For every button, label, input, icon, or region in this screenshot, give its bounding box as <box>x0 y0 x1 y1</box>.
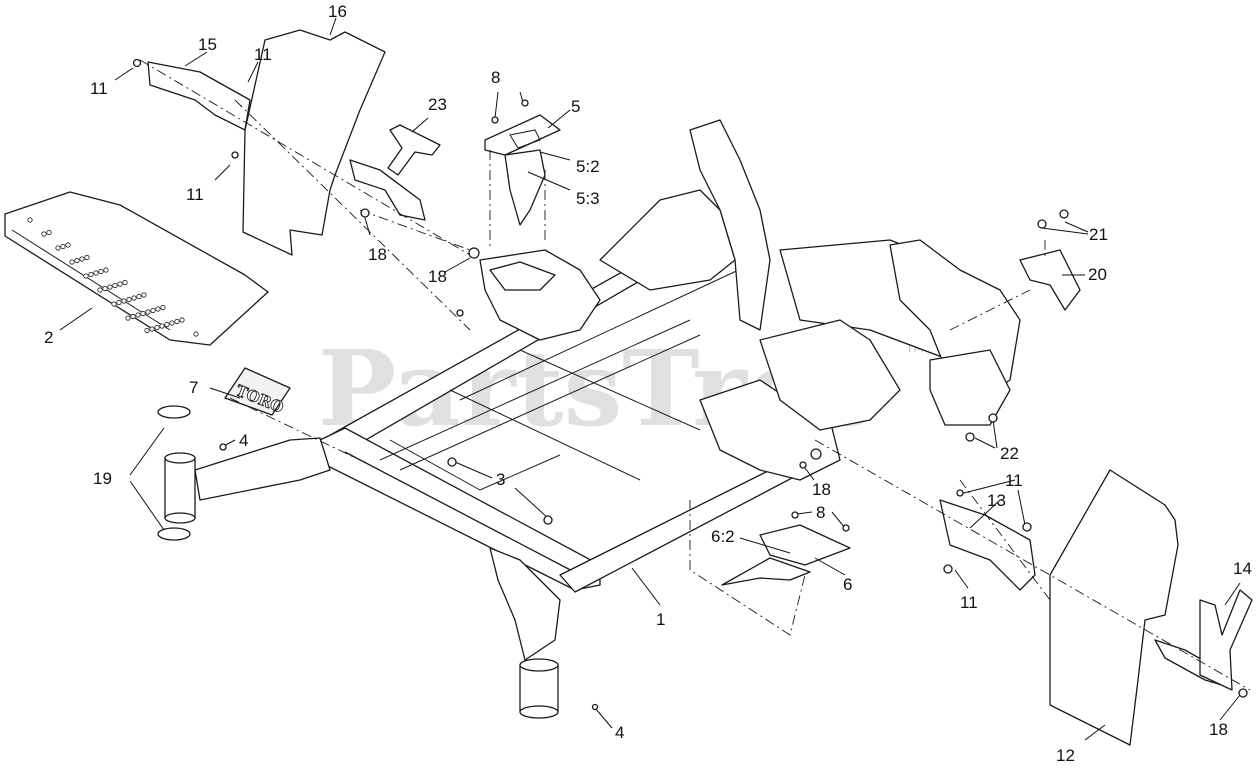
callout-20: 20 <box>1088 265 1107 284</box>
bracket-23 <box>387 124 441 176</box>
floor-hole <box>130 313 136 320</box>
callout-7: 7 <box>189 378 198 397</box>
floor-hole <box>121 298 127 304</box>
callout-8-bottom: 8 <box>816 503 825 522</box>
floor-hole <box>154 324 160 331</box>
floor-hole <box>69 259 75 265</box>
floor-hole <box>97 287 103 293</box>
callout-5-2: 5:2 <box>576 157 600 176</box>
callout-18-c: 18 <box>812 480 831 499</box>
floor-hole <box>145 309 151 315</box>
floor-hole <box>93 270 99 276</box>
callout-18-d: 18 <box>1209 720 1228 739</box>
callout-11-a: 11 <box>90 79 108 98</box>
callout-6: 6 <box>843 575 852 594</box>
floor-hole <box>155 306 161 312</box>
floor-hole <box>41 231 47 237</box>
bushings <box>157 405 191 541</box>
floor-hole <box>159 323 165 329</box>
callout-12: 12 <box>1056 746 1075 765</box>
floor-hole <box>88 271 94 278</box>
floor-hole <box>107 284 113 290</box>
floor-hole <box>116 299 122 306</box>
floor-hole <box>144 327 150 334</box>
callout-labels: 1 2 3 4 4 5 5:2 5:3 6 6:2 7 8 8 11 11 11… <box>44 2 1252 765</box>
callout-21: 21 <box>1089 225 1108 244</box>
floor-hole <box>169 320 175 326</box>
callout-2: 2 <box>44 328 53 347</box>
floor-hole <box>83 273 89 279</box>
floor-hole <box>112 282 118 289</box>
floor-hole <box>174 318 180 325</box>
floor-hole <box>164 321 170 328</box>
floor-pan <box>4 191 269 346</box>
toro-logo-badge: TORO <box>224 367 291 417</box>
left-shield-assembly <box>147 29 441 256</box>
floor-hole <box>131 295 137 301</box>
callout-6-2: 6:2 <box>711 527 735 546</box>
leader-lines <box>59 17 1241 741</box>
floor-hole <box>102 285 108 292</box>
callout-1: 1 <box>656 610 665 629</box>
floor-hole <box>111 301 117 307</box>
callout-11-b: 11 <box>254 45 272 64</box>
floor-hole <box>84 254 90 261</box>
floor-hole <box>193 331 199 337</box>
centerlines <box>139 59 1251 691</box>
floor-hole <box>103 267 109 273</box>
plate-6 <box>721 524 851 586</box>
callout-18-a: 18 <box>368 245 387 264</box>
floor-hole <box>160 304 166 311</box>
floor-hole <box>55 245 61 251</box>
callout-23: 23 <box>428 95 447 114</box>
callout-22: 22 <box>1000 444 1019 463</box>
floor-hole <box>141 292 147 298</box>
callout-19: 19 <box>93 469 112 488</box>
shield-16 <box>242 29 386 256</box>
floor-hole <box>117 281 123 287</box>
callout-11-c: 11 <box>186 185 204 204</box>
callout-11-d: 11 <box>1005 471 1023 490</box>
callout-11-e: 11 <box>960 593 978 612</box>
callout-5: 5 <box>571 97 580 116</box>
floor-hole <box>46 229 52 236</box>
shield-12 <box>1049 469 1179 746</box>
floor-hole <box>98 268 104 275</box>
floor-hole <box>126 296 132 303</box>
floor-hole <box>179 317 185 323</box>
floor-hole <box>122 279 128 286</box>
floor-hole <box>140 310 146 317</box>
floor-hole <box>150 307 156 314</box>
floor-hole <box>149 326 155 332</box>
callout-16: 16 <box>328 2 347 21</box>
floor-hole <box>136 293 142 300</box>
floor-hole <box>79 256 85 262</box>
floor-hole <box>135 312 141 318</box>
floor-hole <box>74 257 80 264</box>
bracket-20 <box>1019 249 1081 311</box>
bracket-13 <box>939 499 1036 591</box>
callout-14: 14 <box>1233 559 1252 578</box>
bracket-5 <box>484 114 561 226</box>
callout-18-b: 18 <box>428 267 447 286</box>
floor-hole <box>125 315 131 321</box>
floor-hole <box>27 217 33 223</box>
callout-8-top: 8 <box>491 68 500 87</box>
floor-hole <box>60 243 66 250</box>
right-shield-assembly <box>939 469 1253 746</box>
callout-4-arm: 4 <box>239 431 248 450</box>
callout-5-3: 5:3 <box>576 189 600 208</box>
callout-15: 15 <box>198 35 217 54</box>
callout-3: 3 <box>496 470 505 489</box>
callout-4-spindle: 4 <box>615 723 624 742</box>
fasteners <box>132 58 1248 711</box>
bracket-15 <box>147 61 251 131</box>
main-frame <box>164 119 1021 719</box>
callout-13: 13 <box>987 491 1006 510</box>
floor-hole <box>65 242 71 248</box>
